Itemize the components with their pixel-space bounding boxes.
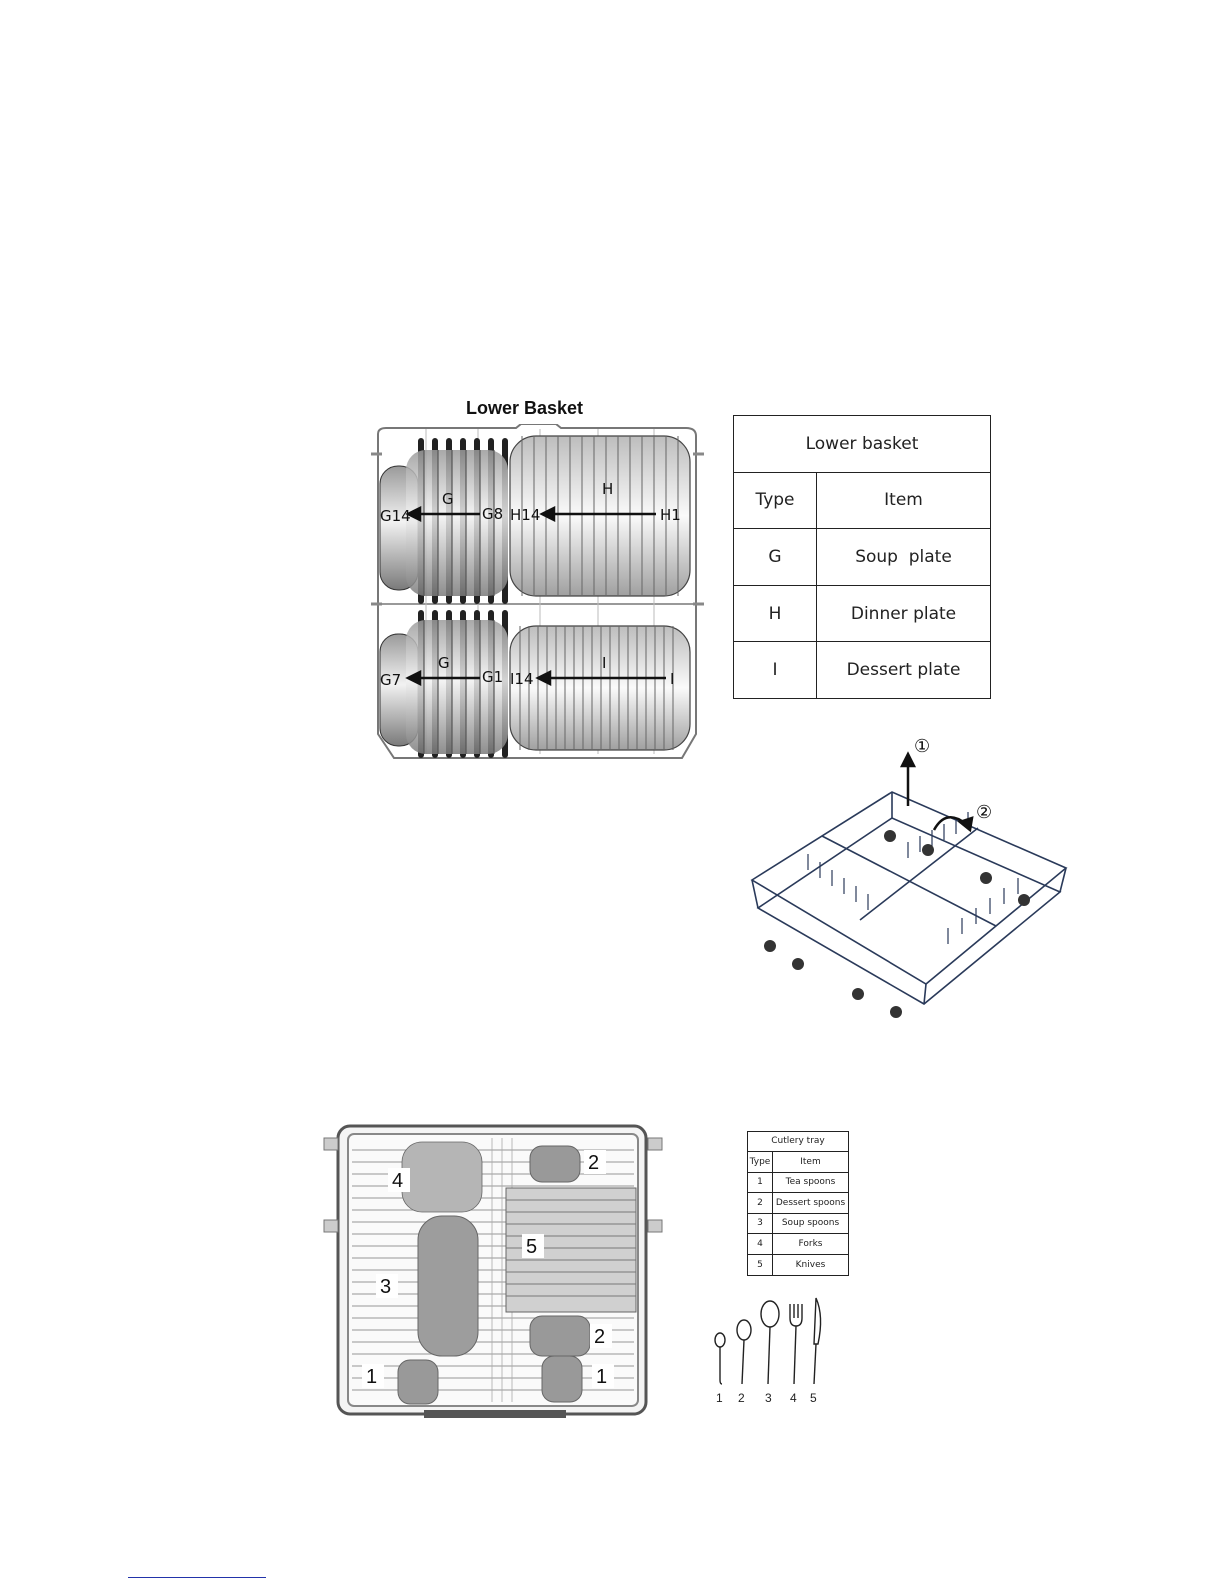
zone-label-forks: 4 bbox=[392, 1170, 403, 1192]
table-row: I Dessert plate bbox=[734, 642, 991, 699]
table-row: 5 Knives bbox=[748, 1255, 849, 1276]
row-item: Soup spoons bbox=[773, 1214, 849, 1234]
dessert-spoon-icon bbox=[737, 1320, 751, 1340]
utensil-number: 3 bbox=[765, 1391, 772, 1405]
label-i: I bbox=[602, 654, 606, 672]
utensil-number: 4 bbox=[790, 1391, 797, 1405]
row-item: Dinner plate bbox=[817, 585, 991, 642]
lower-basket-table-header: Lower basket bbox=[734, 416, 991, 473]
row-type: 4 bbox=[748, 1234, 773, 1255]
zone-label-soup: 3 bbox=[380, 1276, 391, 1298]
cutlery-col-type: Type bbox=[748, 1152, 773, 1173]
utensil-number: 1 bbox=[716, 1391, 723, 1405]
lower-basket-title: Lower Basket bbox=[466, 398, 583, 419]
lower-basket-col-item: Item bbox=[817, 472, 991, 529]
label-i1: I bbox=[670, 670, 674, 688]
footnote-rule bbox=[128, 1577, 266, 1578]
lower-rack-removal-diagram: ① ② bbox=[748, 732, 1070, 1028]
table-row: 1 Tea spoons bbox=[748, 1173, 849, 1193]
label-g1: G1 bbox=[482, 668, 503, 686]
label-g: G bbox=[442, 490, 454, 508]
table-row: 2 Dessert spoons bbox=[748, 1193, 849, 1214]
lower-basket-table: Lower basket Type Item G Soup plate H Di… bbox=[733, 415, 991, 699]
label-i14: I14 bbox=[510, 670, 534, 688]
label-g7: G7 bbox=[380, 671, 401, 689]
fork-icon bbox=[790, 1304, 802, 1384]
label-g-lower: G bbox=[438, 654, 450, 672]
row-type: 5 bbox=[748, 1255, 773, 1276]
label-h14: H14 bbox=[510, 506, 540, 524]
row-type: 2 bbox=[748, 1193, 773, 1214]
row-type: H bbox=[734, 585, 817, 642]
soup-spoons-zone bbox=[418, 1216, 478, 1356]
row-item: Dessert spoons bbox=[773, 1193, 849, 1214]
table-row: 3 Soup spoons bbox=[748, 1214, 849, 1234]
lower-basket-diagram: G14 G G8 H14 H H1 G7 G G1 I14 I I bbox=[366, 424, 708, 764]
row-item: Tea spoons bbox=[773, 1173, 849, 1193]
zone-label-knives: 5 bbox=[526, 1236, 537, 1258]
label-g14: G14 bbox=[380, 507, 411, 525]
zone-label-tea-left: 1 bbox=[366, 1366, 377, 1388]
step-2-marker: ② bbox=[976, 802, 992, 823]
soup-spoon-icon bbox=[761, 1301, 779, 1327]
utensil-number: 2 bbox=[738, 1391, 745, 1405]
row-type: G bbox=[734, 529, 817, 586]
zone-label-tea-right: 1 bbox=[596, 1366, 607, 1388]
cutlery-tray-table: Cutlery tray Type Item 1 Tea spoons 2 De… bbox=[747, 1131, 849, 1276]
lower-dessert-plates bbox=[510, 626, 690, 750]
tea-spoon-icon bbox=[715, 1333, 725, 1347]
utensil-number: 5 bbox=[810, 1391, 817, 1405]
step-arrows bbox=[902, 754, 972, 830]
table-row: H Dinner plate bbox=[734, 585, 991, 642]
row-type: 1 bbox=[748, 1173, 773, 1193]
table-row: G Soup plate bbox=[734, 529, 991, 586]
zone-label-dessert-top: 2 bbox=[588, 1152, 599, 1174]
cutlery-table-header: Cutlery tray bbox=[748, 1132, 849, 1152]
row-type: I bbox=[734, 642, 817, 699]
cutlery-tray-diagram: 4 2 5 3 2 1 1 bbox=[322, 1120, 668, 1422]
label-g8: G8 bbox=[482, 505, 503, 523]
row-type: 3 bbox=[748, 1214, 773, 1234]
cutlery-col-item: Item bbox=[773, 1152, 849, 1173]
lower-basket-col-type: Type bbox=[734, 472, 817, 529]
forks-zone bbox=[402, 1142, 482, 1212]
row-item: Knives bbox=[773, 1255, 849, 1276]
step-1-marker: ① bbox=[914, 736, 930, 757]
knife-icon bbox=[814, 1298, 821, 1384]
table-row: 4 Forks bbox=[748, 1234, 849, 1255]
utensil-types-illustration: 1 2 3 4 5 bbox=[706, 1296, 836, 1408]
row-item: Soup plate bbox=[817, 529, 991, 586]
label-h: H bbox=[602, 480, 613, 498]
row-item: Forks bbox=[773, 1234, 849, 1255]
row-item: Dessert plate bbox=[817, 642, 991, 699]
zone-label-dessert-bottom: 2 bbox=[594, 1326, 605, 1348]
label-h1: H1 bbox=[660, 506, 681, 524]
